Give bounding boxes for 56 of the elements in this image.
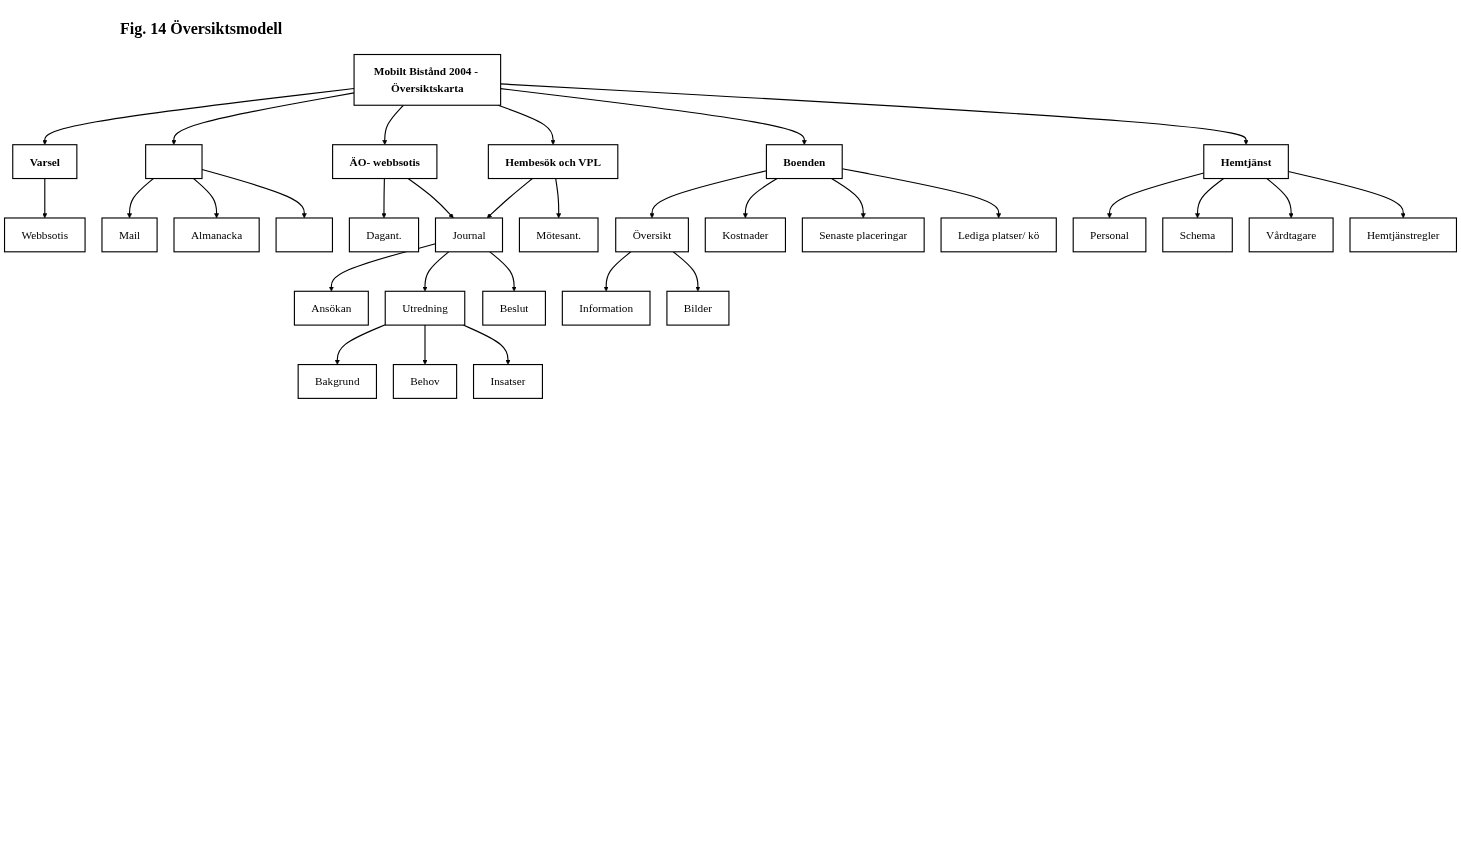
node-box: Vårdtagare: [1248, 217, 1334, 253]
node-box: Dagant.: [348, 217, 420, 253]
node-box: Boenden: [765, 144, 843, 180]
arrow: [171, 92, 355, 145]
arrow: [381, 177, 387, 219]
node-box: Hemtjänstregler: [1349, 217, 1458, 253]
arrow: [193, 177, 220, 219]
node-box: [275, 217, 334, 253]
node-box: Information: [561, 290, 651, 326]
node-box: Lediga platser/ kö: [940, 217, 1057, 253]
node-box: Utredning: [384, 290, 466, 326]
node-box: Bakgrund: [297, 364, 377, 399]
arrow: [672, 251, 701, 292]
arrow: [603, 251, 632, 292]
arrow: [1266, 177, 1294, 219]
arrow: [500, 83, 1249, 145]
node-box: Varsel: [12, 144, 78, 180]
arrow: [42, 87, 355, 145]
node-box: Mobilt Bistånd 2004 - Översiktskarta: [353, 53, 502, 106]
arrow: [830, 177, 866, 219]
arrow: [500, 88, 807, 145]
node-box: Hembesök och VPL: [487, 144, 619, 180]
arrow: [649, 170, 767, 219]
node-box: Kostnader: [704, 217, 786, 253]
arrow: [334, 324, 386, 365]
arrow: [422, 324, 428, 365]
node-box: Ansökan: [293, 290, 369, 326]
node-box: Schema: [1162, 217, 1233, 253]
node-box: Senaste placeringar: [801, 217, 925, 253]
node-box: Mail: [101, 217, 158, 253]
arrow: [407, 177, 454, 219]
arrow: [462, 324, 511, 365]
arrow: [486, 177, 533, 219]
node-box: Journal: [434, 217, 504, 253]
arrow: [422, 251, 450, 292]
arrow: [382, 104, 404, 145]
arrow: [555, 177, 562, 219]
arrow: [42, 177, 48, 219]
arrow: [489, 251, 517, 292]
node-box: Hemtjänst: [1203, 144, 1289, 180]
node-box: Mötesant.: [518, 217, 599, 253]
node-box: Behov: [392, 364, 458, 399]
node-box: ÄO- webbsotis: [332, 144, 438, 180]
node-box: Webbsotis: [3, 217, 86, 253]
node-box: Översikt: [615, 217, 689, 253]
node-box: Beslut: [482, 290, 546, 326]
node-box: Insatser: [472, 364, 543, 399]
arrow: [497, 104, 556, 145]
figure-caption: Fig. 14 Översiktsmodell: [120, 20, 283, 38]
arrow: [742, 177, 778, 219]
arrow: [127, 177, 154, 219]
node-box: Personal: [1072, 217, 1147, 253]
node-box: Bilder: [666, 290, 730, 326]
node-box: [145, 144, 203, 180]
arrow: [1195, 177, 1225, 219]
node-box: Almanacka: [173, 217, 260, 253]
